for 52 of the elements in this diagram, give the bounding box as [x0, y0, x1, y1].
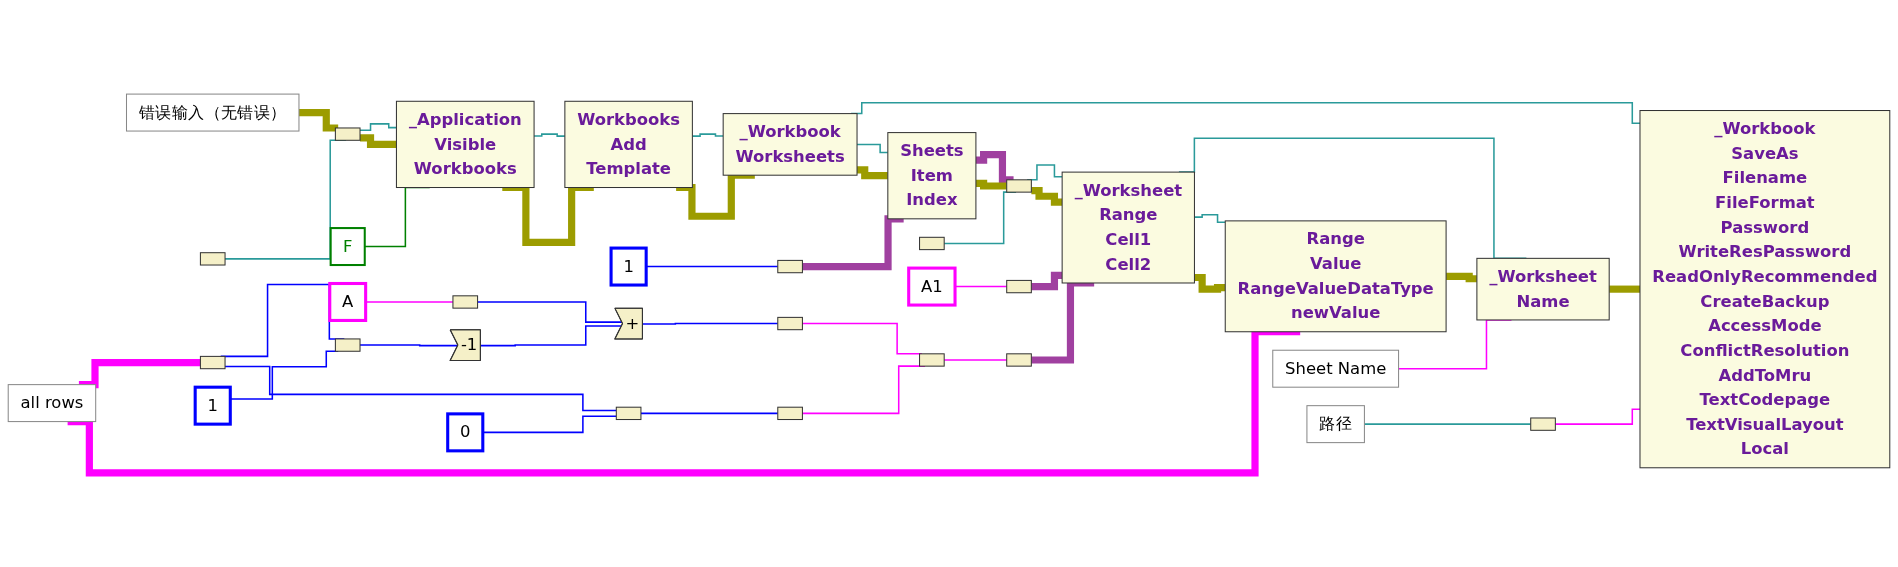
node-box	[1006, 179, 1032, 193]
connector	[298, 108, 339, 132]
node-box	[564, 100, 693, 189]
connector	[480, 325, 623, 347]
connector	[802, 215, 904, 271]
connector	[975, 179, 1007, 190]
node-box	[334, 127, 361, 141]
connector	[360, 134, 397, 148]
node-box	[919, 236, 945, 251]
node-box	[1476, 257, 1610, 321]
node-box	[887, 132, 977, 220]
connector	[1031, 271, 1063, 291]
node-box	[334, 338, 361, 352]
node-box	[1306, 405, 1365, 444]
node-box	[446, 412, 485, 453]
connector	[476, 301, 623, 323]
node-box	[777, 406, 803, 421]
node-box	[126, 93, 300, 132]
node-box	[1272, 349, 1400, 388]
connector	[224, 365, 618, 412]
connector	[975, 151, 1014, 184]
node-box	[7, 384, 97, 423]
node-box	[907, 266, 957, 307]
node-box	[329, 227, 366, 267]
node-box	[777, 259, 803, 274]
node-box	[1639, 110, 1891, 469]
node-box	[199, 355, 226, 370]
node-box	[919, 353, 945, 367]
connector	[857, 166, 888, 180]
node-box	[1006, 353, 1032, 367]
connector	[67, 328, 1301, 477]
node-box	[609, 246, 648, 287]
connector	[1609, 285, 1640, 293]
node-box	[1006, 279, 1032, 294]
connector	[78, 358, 201, 389]
node-box	[1530, 417, 1556, 431]
node-box	[395, 100, 535, 189]
connector	[943, 359, 1008, 361]
connector	[1031, 186, 1063, 206]
connector	[642, 322, 779, 325]
node-box	[615, 406, 642, 421]
connector	[640, 412, 779, 415]
connector	[1194, 273, 1226, 293]
node-box	[199, 252, 226, 266]
node-box	[1061, 171, 1195, 284]
node-box	[193, 385, 232, 426]
connector	[1446, 272, 1477, 283]
node-box	[452, 295, 479, 309]
node-box	[722, 113, 858, 176]
node-box	[328, 281, 368, 322]
node-box	[1224, 220, 1447, 333]
node-box	[777, 316, 803, 331]
